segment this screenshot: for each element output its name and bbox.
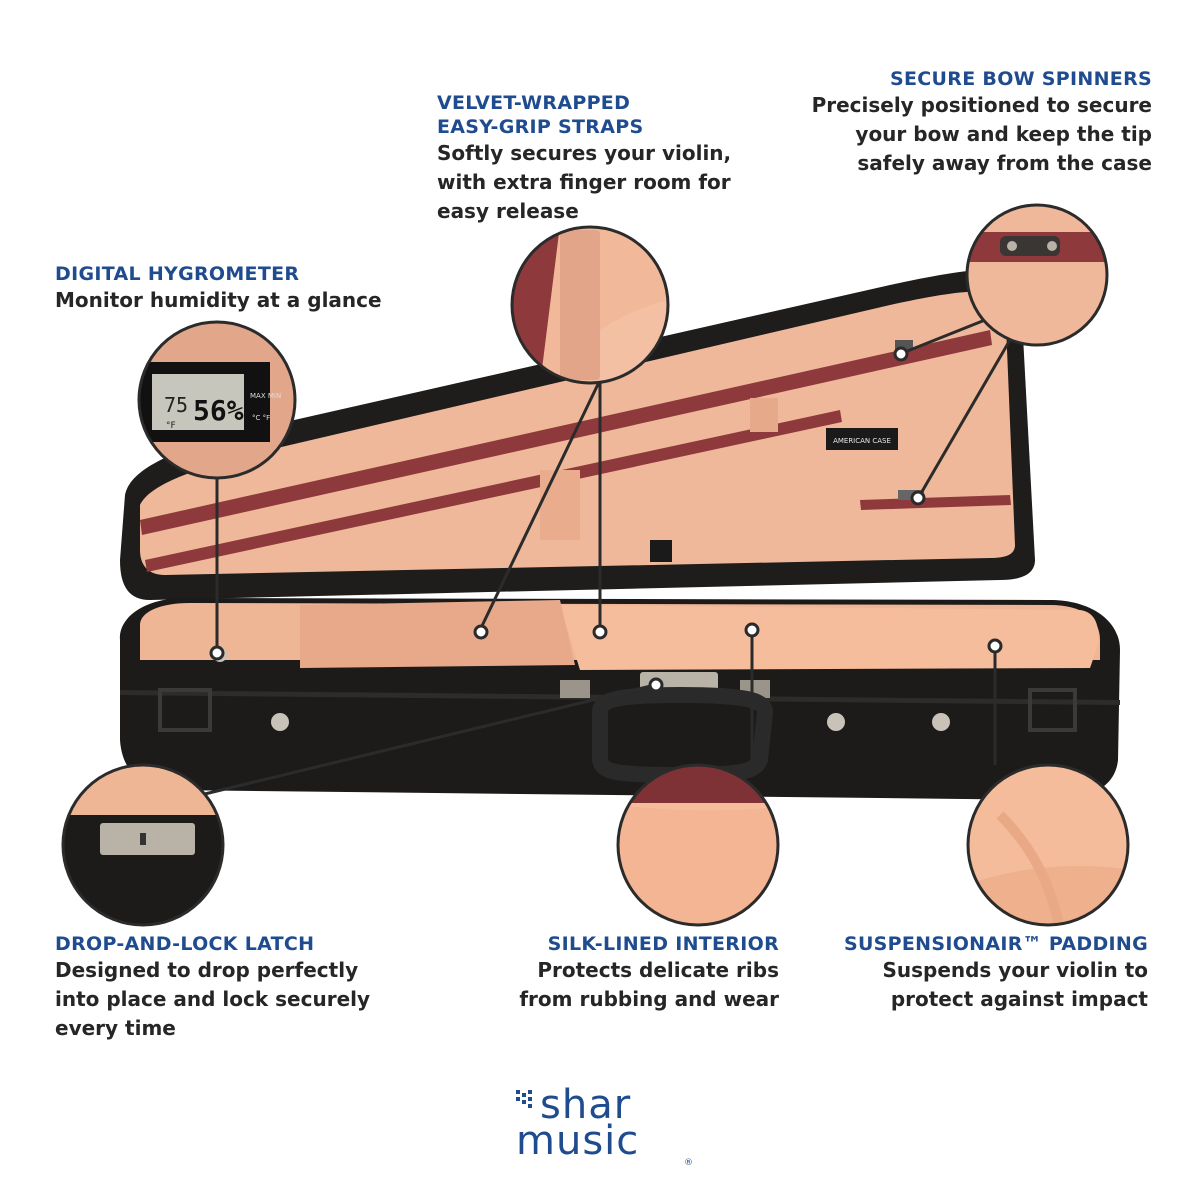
callout-desc-line: Precisely positioned to secure <box>811 93 1152 117</box>
detail-latch <box>61 763 225 927</box>
detail-hygrometer: 75 °F 56% MAX MIN °C °F <box>137 320 297 480</box>
callout-desc-line: with extra finger room for <box>437 170 731 194</box>
callout-title-line: VELVET-WRAPPED <box>437 92 631 114</box>
callout-hygrometer: DIGITAL HYGROMETER Monitor humidity at a… <box>55 262 382 315</box>
callout-desc-line: your bow and keep the tip <box>855 122 1152 146</box>
callout-title: DIGITAL HYGROMETER <box>55 263 300 285</box>
case-lid: AMERICAN CASE <box>120 269 1035 600</box>
hygrometer-max-min: MAX MIN <box>250 392 281 400</box>
callout-latch: DROP-AND-LOCK LATCH Designed to drop per… <box>55 932 370 1043</box>
registered-mark: ® <box>684 1158 693 1168</box>
logo-line-2: music <box>516 1118 640 1164</box>
detail-padding <box>966 763 1130 927</box>
callout-straps: VELVET-WRAPPED EASY-GRIP STRAPS Softly s… <box>437 91 731 226</box>
callout-title: SECURE BOW SPINNERS <box>890 68 1152 90</box>
callout-desc-line: every time <box>55 1016 176 1040</box>
callout-title-line: EASY-GRIP STRAPS <box>437 116 644 138</box>
callout-desc-line: into place and lock securely <box>55 987 371 1011</box>
callout-desc-line: Designed to drop perfectly <box>55 958 359 982</box>
callout-silk: SILK-LINED INTERIOR Protects delicate ri… <box>519 932 779 1014</box>
hygrometer-humidity: 56% <box>193 394 244 427</box>
hygrometer-scale: °C °F <box>252 414 270 422</box>
shar-music-logo: shar music ® <box>516 1082 693 1172</box>
logo-line-1: shar <box>540 1082 632 1128</box>
callout-desc-line: Suspends your violin to <box>882 958 1148 982</box>
detail-bow-spinners <box>965 203 1109 347</box>
callout-title: DROP-AND-LOCK LATCH <box>55 933 315 955</box>
callout-desc-line: Softly secures your violin, <box>437 141 732 165</box>
leader-lines <box>179 318 1012 802</box>
leader-dots <box>209 346 1003 693</box>
music-bars-icon <box>516 1090 532 1108</box>
detail-straps <box>510 225 670 385</box>
hygrometer-unit: °F <box>166 421 176 431</box>
case-brand-label: AMERICAN CASE <box>833 437 891 445</box>
callout-desc-line: protect against impact <box>890 987 1148 1011</box>
callout-bow-spinners: SECURE BOW SPINNERS Precisely positioned… <box>812 67 1152 178</box>
detail-silk <box>616 763 780 927</box>
callout-title: SUSPENSIONAIR™ PADDING <box>843 933 1148 955</box>
callout-desc-line: safely away from the case <box>857 151 1152 175</box>
case-base <box>119 598 1120 800</box>
callout-desc-line: Protects delicate ribs <box>537 958 779 982</box>
callout-desc-line: easy release <box>437 199 579 223</box>
callout-padding: SUSPENSIONAIR™ PADDING Suspends your vio… <box>844 932 1148 1014</box>
callout-desc-line: Monitor humidity at a glance <box>55 288 382 312</box>
hygrometer-temp: 75 <box>164 393 188 417</box>
callout-desc-line: from rubbing and wear <box>519 987 779 1011</box>
callout-title: SILK-LINED INTERIOR <box>547 933 779 955</box>
